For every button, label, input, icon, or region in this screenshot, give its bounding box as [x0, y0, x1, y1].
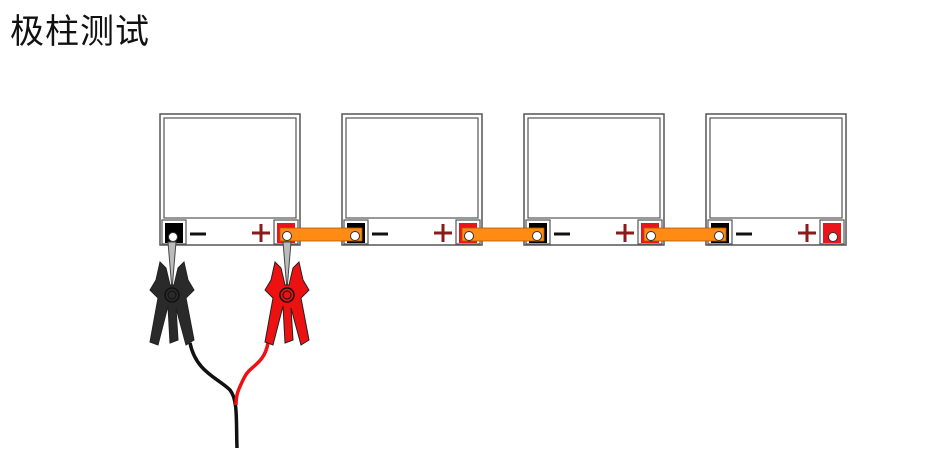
clip-pivot-inner [167, 290, 177, 300]
positive-sign [616, 224, 634, 242]
battery-3 [523, 113, 665, 246]
black-clip [149, 241, 195, 346]
clip-body [264, 261, 310, 346]
strap-bolt [714, 231, 724, 241]
clip-pivot-inner [282, 290, 292, 300]
strap-bolt [532, 231, 542, 241]
clip-jaw [282, 241, 292, 291]
page-title: 极柱测试 [10, 12, 150, 52]
bolt [828, 232, 838, 242]
strap-bolt [464, 231, 474, 241]
clip-pivot [164, 287, 180, 303]
battery-1 [159, 113, 301, 246]
strap-bolt [646, 231, 656, 241]
battery-body [709, 117, 843, 219]
connector-strap [279, 227, 363, 242]
bolt [168, 232, 178, 242]
clip-body [149, 261, 195, 346]
black-cable [188, 342, 239, 449]
positive-sign [434, 224, 452, 242]
battery-body [527, 117, 661, 219]
battery-body [345, 117, 479, 219]
strap-bolt [350, 231, 360, 241]
connector-strap [461, 227, 545, 242]
positive-sign [798, 224, 816, 242]
battery-2 [341, 113, 483, 246]
strap-bolt [282, 231, 292, 241]
red-cable [234, 342, 270, 406]
clip-jaw [167, 241, 177, 291]
red-clip [264, 241, 310, 346]
clip-pivot [279, 287, 295, 303]
connector-strap [643, 227, 727, 242]
battery-body [163, 117, 297, 219]
positive-sign [252, 224, 270, 242]
battery-4 [705, 113, 847, 246]
